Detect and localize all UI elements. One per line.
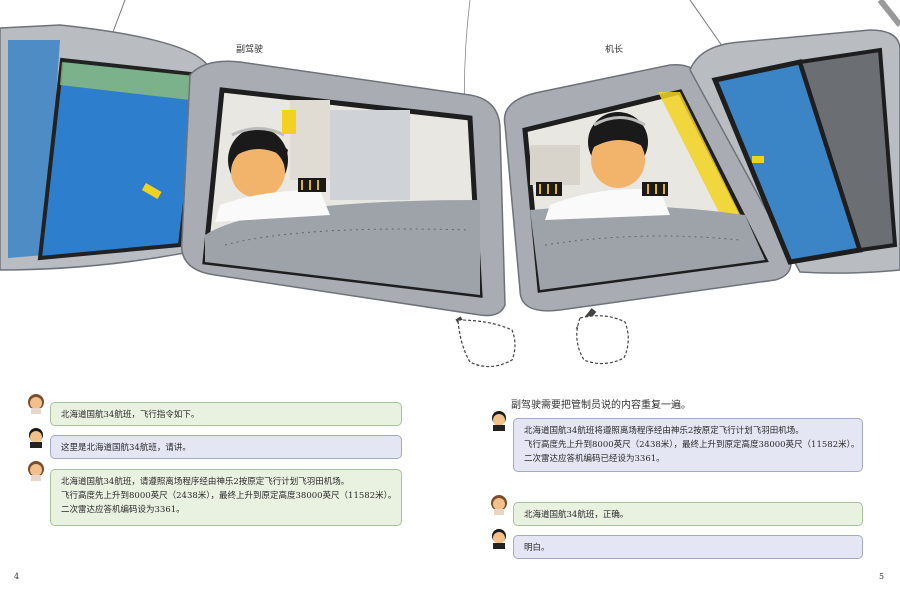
dialogue-text-5: 北海道国航34航班，正确。 bbox=[524, 510, 629, 520]
dialogue-bubble-2: 这里是北海道国航34航班，请讲。 bbox=[50, 435, 402, 459]
dialogue-text-4b: 飞行高度先上升到8000英尺（2438米），最终上升到原定高度38000英尺（1… bbox=[524, 440, 860, 450]
dialogue-text-6: 明白。 bbox=[524, 543, 550, 553]
captain-label: 机长 bbox=[605, 45, 624, 55]
dialogue-text-3a: 北海道国航34航班，请遵照离场程序经由神乐2按原定飞行计划飞羽田机场。 bbox=[61, 477, 350, 487]
dialogue-text-3c: 二次雷达应答机编码设为3361。 bbox=[61, 505, 185, 515]
dialogue-text-4c: 二次雷达应答机编码已经设为3361。 bbox=[524, 454, 665, 464]
dialogue-bubble-4: 北海道国航34航班将遵照离场程序经由神乐2按原定飞行计划飞羽田机场。 飞行高度先… bbox=[513, 418, 863, 472]
dialogue-bubble-1: 北海道国航34航班，飞行指令如下。 bbox=[50, 402, 402, 426]
page-number-right: 5 bbox=[879, 572, 885, 581]
dialogue-bubble-5: 北海道国航34航班，正确。 bbox=[513, 502, 863, 526]
dialogue-text-1: 北海道国航34航班，飞行指令如下。 bbox=[61, 410, 200, 420]
dialogue-text-2: 这里是北海道国航34航班，请讲。 bbox=[61, 443, 191, 453]
cockpit-illustration bbox=[0, 0, 900, 368]
female-controller-avatar bbox=[491, 495, 507, 515]
section-heading: 副驾驶需要把管制员说的内容重复一遍。 bbox=[511, 400, 691, 411]
pilot-avatar bbox=[29, 428, 43, 448]
dialogue-text-3b: 飞行高度先上升到8000英尺（2438米），最终上升到原定高度38000英尺（1… bbox=[61, 491, 397, 501]
page-number-left: 4 bbox=[14, 572, 20, 581]
pilot-avatar bbox=[492, 529, 506, 549]
dialogue-bubble-3: 北海道国航34航班，请遵照离场程序经由神乐2按原定飞行计划飞羽田机场。 飞行高度… bbox=[50, 469, 402, 526]
pilot-avatar bbox=[492, 411, 506, 431]
dialogue-text-4a: 北海道国航34航班将遵照离场程序经由神乐2按原定飞行计划飞羽田机场。 bbox=[524, 426, 804, 436]
dialogue-bubble-6: 明白。 bbox=[513, 535, 863, 559]
female-controller-avatar bbox=[28, 394, 44, 414]
copilot-label: 副驾驶 bbox=[236, 45, 264, 55]
female-controller-avatar bbox=[28, 461, 44, 481]
